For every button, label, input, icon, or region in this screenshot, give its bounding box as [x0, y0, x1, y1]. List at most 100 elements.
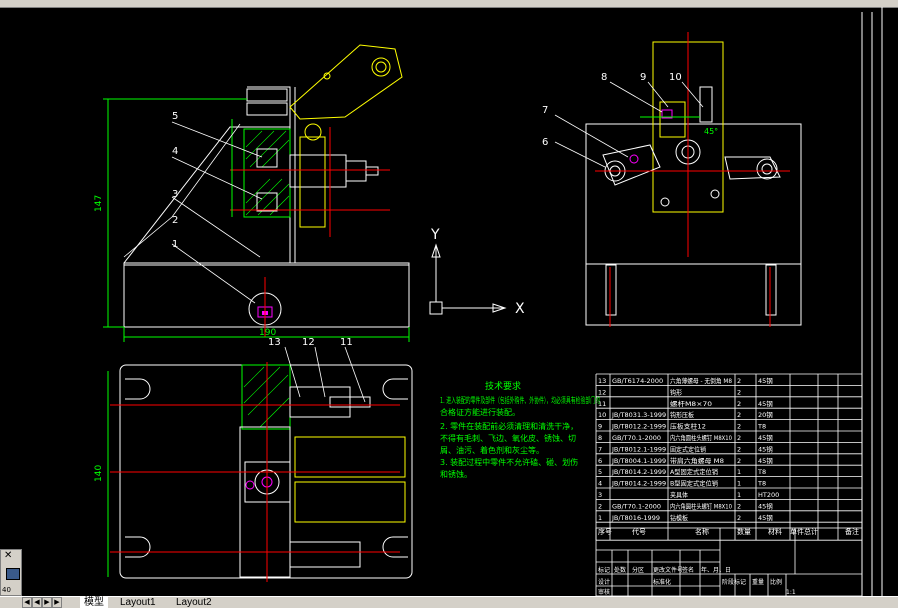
bom-cell-mat: T8	[757, 480, 766, 488]
drawing-canvas[interactable]: 1 4 7 190 45°	[0, 7, 898, 596]
tab-layout1[interactable]: Layout1	[120, 597, 156, 608]
command-panel[interactable]: ✕ 40	[0, 549, 22, 596]
bom-cell-name: 六角薄螺母 - 无倒角 M8	[670, 376, 732, 385]
leaders-top	[284, 346, 366, 403]
layout-tab-bar: ◀ ◀ ▶ ▶ 模型 Layout1 Layout2	[0, 596, 898, 608]
panel-label: 40	[2, 586, 11, 594]
tab-last-icon[interactable]: ▶	[52, 597, 62, 608]
tech-requirements: 技术要求 1. 进入装配的零件及部件（包括外购件、外协件），均必须具有检验部门的…	[440, 380, 600, 479]
bom-cell-name: 带肩六角螺母 M8	[670, 456, 724, 465]
bom-header-note: 备注	[845, 527, 859, 536]
tab-prev-icon[interactable]: ◀	[32, 597, 42, 608]
bom-cell-no: 6	[598, 457, 602, 465]
balloon-numbers: 5 4 3 2 1 8 9 10 7 6 13 12 11	[172, 72, 682, 348]
bom-cell-qty: 2	[737, 434, 741, 442]
tech-line-2: 合格证方能进行装配。	[440, 407, 520, 417]
bom-cell-code: JB/T8016-1999	[611, 514, 660, 522]
tech-line-4: 不得有毛刺、飞边、氧化皮、锈蚀、切	[440, 433, 576, 443]
bom-cell-qty: 2	[737, 502, 741, 510]
bom-cell-qty: 2	[737, 423, 741, 431]
bom-cell-no: 3	[598, 491, 602, 499]
dim-140: 140	[94, 465, 104, 482]
front-view	[103, 44, 410, 342]
bom-cell-qty: 2	[737, 457, 741, 465]
top-view	[107, 362, 413, 582]
bom-cell-code: GB/T70.1-2000	[612, 502, 661, 510]
bom-cell-name: 螺杆M8×70	[670, 399, 712, 408]
bom-cell-name: 压板支柱12	[670, 422, 706, 431]
bom-cell-qty: 2	[737, 514, 741, 522]
bom-header-no: 序号	[598, 527, 612, 536]
tab-first-icon[interactable]: ◀	[22, 597, 32, 608]
bom-cell-no: 4	[598, 480, 602, 488]
balloon-6: 6	[542, 137, 548, 148]
balloon-11: 11	[340, 337, 353, 348]
bom-cell-qty: 2	[737, 411, 741, 419]
balloon-1: 1	[172, 239, 178, 250]
tech-title: 技术要求	[485, 380, 521, 392]
bom-cell-code: JB/T8014.2-1999	[611, 468, 666, 476]
drawing-frame	[861, 7, 883, 596]
ucs-x-label: X	[515, 301, 525, 317]
leaders-front	[123, 121, 263, 304]
bom-cell-name: 夹具体	[670, 490, 688, 499]
bom-cell-name: 内六角圆柱头螺钉 M8X10	[670, 501, 732, 510]
close-icon[interactable]: ✕	[4, 550, 13, 561]
bom-cell-name: 内六角圆柱头螺钉 M8X10	[670, 433, 732, 442]
bom-cell-mat: 45钢	[758, 502, 773, 510]
bom-cell-no: 13	[598, 377, 606, 385]
tech-line-6: 3. 装配过程中零件不允许磕、碰、划伤	[440, 457, 578, 467]
tech-line-3: 2. 零件在装配前必须清理和清洗干净，	[440, 421, 578, 431]
tab-model[interactable]: 模型	[80, 597, 108, 608]
tab-layout2[interactable]: Layout2	[176, 597, 212, 608]
bom-cell-mat: T8	[757, 468, 766, 476]
svg-text:1:1: 1:1	[786, 589, 796, 596]
bom-cell-mat: 20钢	[758, 411, 773, 419]
balloon-2: 2	[172, 215, 178, 226]
panel-icon[interactable]	[6, 568, 20, 580]
bom-header-single: 单件	[790, 527, 804, 536]
bom-cell-qty: 2	[737, 377, 741, 385]
bom-cell-code: GB/T70.1-2000	[612, 434, 661, 442]
tab-next-icon[interactable]: ▶	[42, 597, 52, 608]
svg-text:签名: 签名	[682, 566, 694, 574]
title-block	[595, 527, 863, 596]
tech-line-1: 1. 进入装配的零件及部件（包括外购件、外协件），均必须具有检验部门的	[440, 395, 600, 405]
bom-cell-mat: 45钢	[758, 377, 773, 385]
bom-cell-no: 1	[598, 514, 602, 522]
bom-header-total: 总计	[804, 527, 818, 536]
bom-cell-no: 5	[598, 468, 602, 476]
bom-cell-no: 12	[598, 388, 606, 396]
balloon-13: 13	[268, 337, 281, 348]
ucs-y-label: Y	[430, 227, 440, 243]
ucs-icon	[429, 243, 507, 315]
bom-cell-no: 9	[598, 423, 602, 431]
bom-cell-mat: HT200	[758, 491, 779, 499]
bom-cell-qty: 1	[737, 491, 741, 499]
svg-text:更改文件号: 更改文件号	[653, 566, 683, 574]
dim-190: 190	[259, 328, 276, 338]
bom-cell-code: JB/T8004.1-1999	[611, 457, 666, 465]
svg-text:重量: 重量	[752, 578, 764, 586]
balloon-4: 4	[172, 146, 178, 157]
balloon-8: 8	[601, 72, 607, 83]
bom-cell-mat: T8	[757, 423, 766, 431]
bom-cell-qty: 1	[737, 480, 741, 488]
bom-header-name: 名称	[695, 527, 709, 536]
svg-text:阶段标记: 阶段标记	[722, 578, 746, 586]
bom-header-code: 代号	[632, 527, 646, 536]
bom-header-qty: 数量	[737, 527, 751, 536]
bom-cell-qty: 1	[737, 468, 741, 476]
bom-cell-mat: 45钢	[758, 445, 773, 453]
svg-text:标记: 标记	[598, 566, 610, 574]
svg-text:比例: 比例	[770, 578, 782, 586]
dim-45deg: 45°	[704, 127, 718, 136]
bom-cell-code: JB/T8012.1-1999	[611, 445, 666, 453]
bom-cell-no: 8	[598, 434, 602, 442]
bom-cell-mat: 45钢	[758, 514, 773, 522]
bom-cell-no: 11	[598, 400, 606, 408]
svg-text:处数: 处数	[614, 566, 626, 574]
bom-cell-no: 7	[598, 445, 602, 453]
bom-cell-code: JB/T8012.2-1999	[611, 423, 666, 431]
